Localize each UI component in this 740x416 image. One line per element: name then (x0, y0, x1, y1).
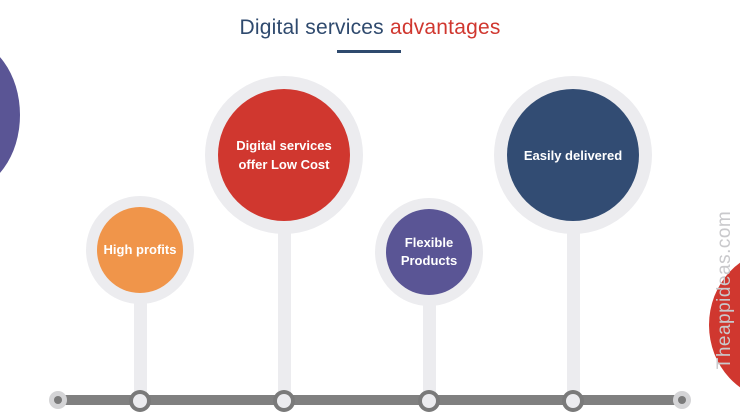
title-part-1: Digital services (239, 16, 384, 39)
milestone-easily-delivered: Easily delivered (494, 76, 652, 234)
low-cost-label-line-2: offer Low Cost (238, 157, 330, 172)
milestone-low-cost: Digital services offer Low Cost (205, 76, 363, 234)
stem-high-profits (134, 290, 147, 400)
watermark: Theappideas.com (705, 195, 740, 385)
title-part-2: advantages (389, 16, 501, 39)
timeline-bar (58, 395, 684, 405)
page-title: Digital services advantages (0, 16, 740, 40)
stem-easily-delivered (567, 225, 580, 400)
stem-flexible-products (423, 295, 436, 400)
flexible-products-circle: Flexible Products (386, 209, 472, 295)
high-profits-circle: High profits (97, 207, 183, 293)
low-cost-label-line-1: Digital services (236, 138, 332, 153)
timeline-node-easily-delivered (562, 390, 584, 412)
left-decorative-circle (0, 40, 20, 190)
easily-delivered-label: Easily delivered (523, 147, 623, 163)
timeline-start-node (49, 391, 67, 409)
flexible-products-label-line-2: Products (400, 253, 458, 268)
timeline-node-low-cost (273, 390, 295, 412)
flexible-products-label-line-1: Flexible (404, 235, 454, 250)
milestone-high-profits: High profits (86, 196, 194, 304)
easily-delivered-circle: Easily delivered (507, 89, 639, 221)
milestone-flexible-products: Flexible Products (375, 198, 483, 306)
high-profits-label: High profits (103, 242, 177, 257)
low-cost-circle: Digital services offer Low Cost (218, 89, 350, 221)
title-underline (337, 50, 401, 53)
timeline-node-flexible-products (418, 390, 440, 412)
watermark-text: Theappideas.com (714, 210, 735, 370)
timeline-node-high-profits (129, 390, 151, 412)
stem-low-cost (278, 225, 291, 400)
timeline-end-node (673, 391, 691, 409)
